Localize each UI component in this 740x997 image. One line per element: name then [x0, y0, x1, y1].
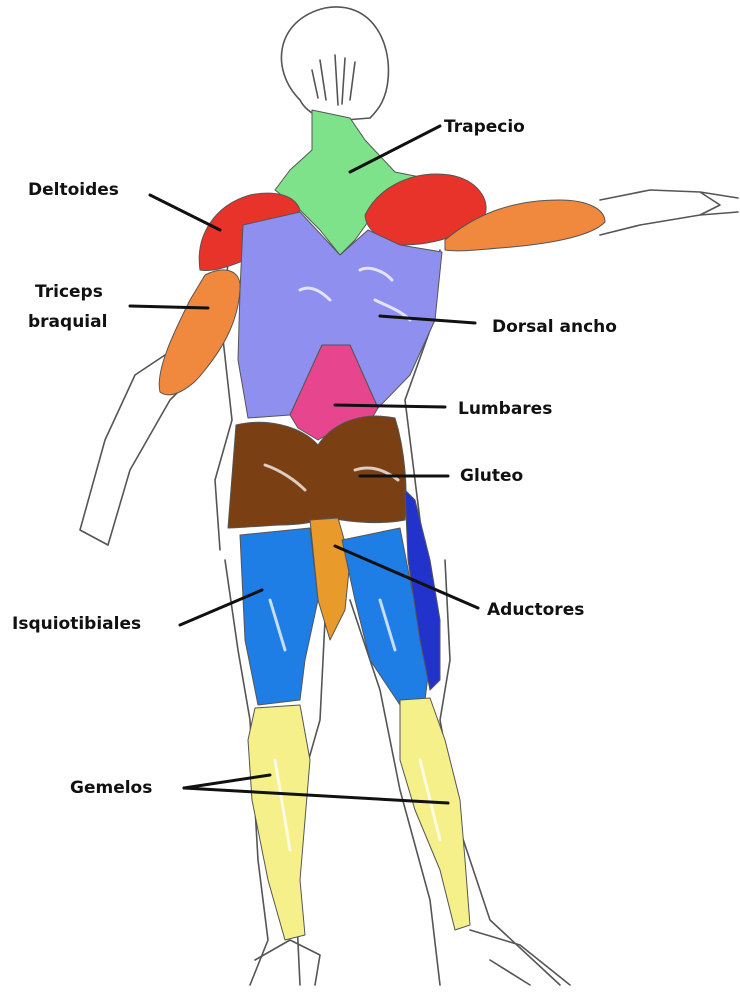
label-trapecio: Trapecio: [444, 117, 525, 137]
muscle-triceps-left: [159, 270, 240, 395]
label-lumbares: Lumbares: [458, 399, 552, 419]
leader-lumbares: [335, 405, 445, 407]
leader-deltoides: [150, 195, 220, 230]
label-isquiotibiales: Isquiotibiales: [12, 614, 141, 634]
label-aductores: Aductores: [487, 600, 584, 620]
label-triceps-line2: braquial: [28, 312, 107, 332]
leader-gemelos-right: [184, 788, 448, 803]
label-deltoides: Deltoides: [28, 180, 119, 200]
muscles: [159, 110, 605, 940]
leader-triceps: [130, 306, 208, 308]
label-dorsal-ancho: Dorsal ancho: [492, 317, 617, 337]
feet-outline: [255, 930, 570, 985]
muscle-isquiotibiales-left: [240, 528, 318, 705]
muscle-gemelos-left: [248, 705, 310, 940]
label-gemelos: Gemelos: [70, 778, 152, 798]
label-triceps-line1: Triceps: [35, 282, 103, 302]
label-gluteo: Gluteo: [460, 466, 523, 486]
right-forearm-outline: [600, 190, 738, 235]
hair-lines: [312, 55, 355, 105]
